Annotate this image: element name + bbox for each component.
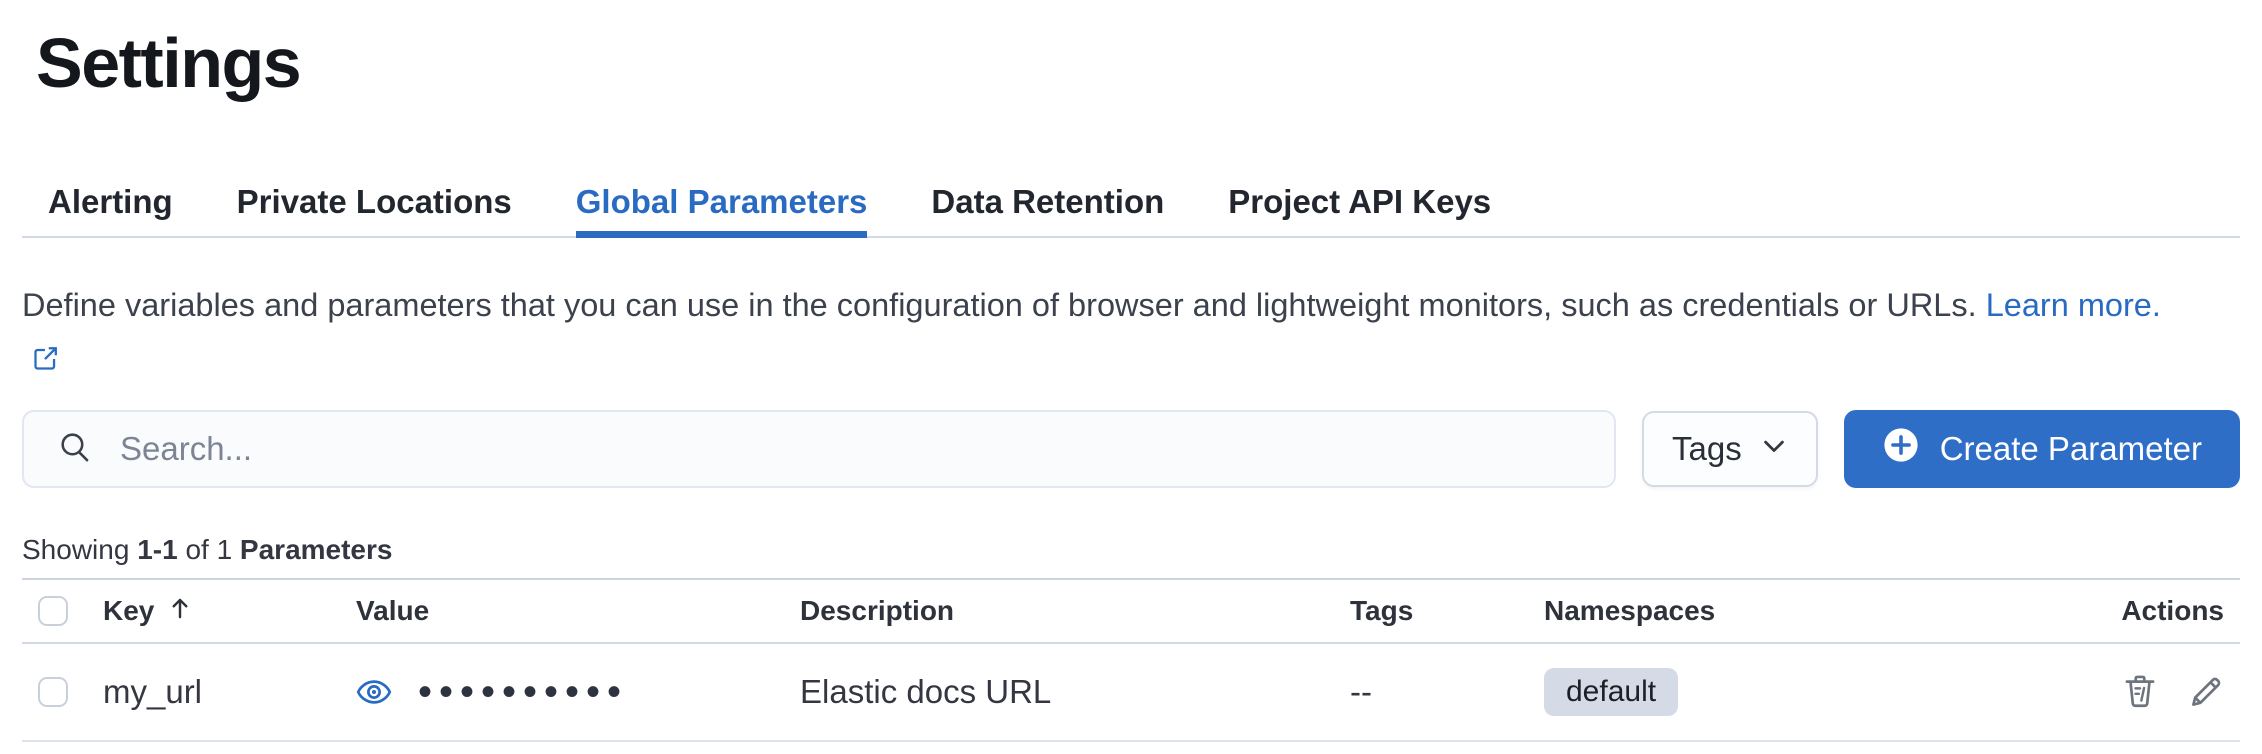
edit-pencil-icon[interactable] <box>2188 674 2224 710</box>
tab-project-api-keys[interactable]: Project API Keys <box>1228 183 1492 220</box>
row-actions-cell <box>1900 674 2240 710</box>
table-header-row: Key Value Description Tags Namespaces Ac… <box>22 578 2240 644</box>
settings-tabs: Alerting Private Locations Global Parame… <box>22 182 2240 238</box>
summary-range: 1-1 <box>137 534 178 565</box>
header-key-label: Key <box>103 595 155 626</box>
sort-ascending-icon <box>166 594 194 629</box>
reveal-value-eye-icon[interactable] <box>356 674 392 710</box>
masked-value: •••••••••• <box>418 670 629 714</box>
summary-middle: of 1 <box>185 534 233 565</box>
search-icon <box>58 430 92 469</box>
delete-trash-icon[interactable] <box>2122 674 2158 710</box>
page-description: Define variables and parameters that you… <box>22 278 2192 388</box>
row-key: my_url <box>103 673 203 710</box>
header-tags: Tags <box>1350 595 1414 626</box>
external-link-icon <box>32 334 60 388</box>
tags-filter-button[interactable]: Tags <box>1642 411 1818 487</box>
tags-filter-label: Tags <box>1672 430 1742 467</box>
select-all-checkbox[interactable] <box>38 596 68 626</box>
header-actions: Actions <box>2121 595 2224 626</box>
row-value-cell: •••••••••• <box>356 670 800 714</box>
header-namespaces: Namespaces <box>1544 595 1716 626</box>
results-summary: Showing 1-1 of 1 Parameters <box>22 534 2240 566</box>
header-checkbox-cell <box>22 596 103 626</box>
header-value: Value <box>356 595 430 626</box>
tab-data-retention[interactable]: Data Retention <box>931 183 1165 220</box>
row-tags: -- <box>1350 673 1372 710</box>
create-parameter-button[interactable]: Create Parameter <box>1843 410 2240 488</box>
parameters-table: Key Value Description Tags Namespaces Ac… <box>22 578 2240 742</box>
search-input[interactable] <box>118 429 1590 469</box>
page-title: Settings <box>36 24 302 102</box>
create-parameter-label: Create Parameter <box>1939 430 2202 467</box>
learn-more-label: Learn more. <box>1985 287 2161 323</box>
description-text: Define variables and parameters that you… <box>22 287 1977 323</box>
chevron-down-icon <box>1760 430 1788 468</box>
row-namespaces-cell: default <box>1544 668 1900 716</box>
header-description: Description <box>800 595 955 626</box>
header-key[interactable]: Key <box>103 594 356 629</box>
search-box[interactable] <box>22 410 1616 488</box>
table-row: my_url •••••••••• Elastic docs URL -- de… <box>22 644 2240 742</box>
tab-alerting[interactable]: Alerting <box>48 183 173 220</box>
summary-prefix: Showing <box>22 534 130 565</box>
parameters-toolbar: Tags Create Parameter <box>22 410 2240 488</box>
row-description: Elastic docs URL <box>800 673 1052 710</box>
row-checkbox[interactable] <box>38 677 68 707</box>
plus-in-circle-icon <box>1882 426 1920 472</box>
tab-global-parameters[interactable]: Global Parameters <box>575 182 867 238</box>
summary-entity: Parameters <box>239 534 393 565</box>
namespace-badge: default <box>1544 668 1679 716</box>
tab-private-locations[interactable]: Private Locations <box>236 183 512 220</box>
row-checkbox-cell <box>22 677 103 707</box>
learn-more-link[interactable]: Learn more. <box>22 287 2161 377</box>
